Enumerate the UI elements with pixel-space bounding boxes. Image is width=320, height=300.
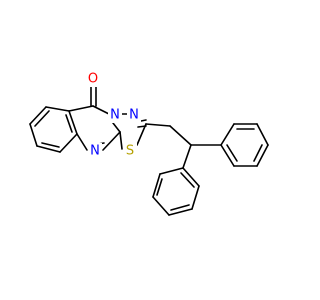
bond <box>168 208 193 216</box>
bond <box>182 167 200 187</box>
bond-double <box>253 144 263 162</box>
bond-double <box>156 178 163 196</box>
bond <box>36 145 61 153</box>
bond <box>29 123 38 147</box>
bond <box>256 123 269 146</box>
bond <box>59 133 78 153</box>
bond <box>45 106 70 112</box>
bond-double <box>34 110 50 127</box>
oxygen-label: O <box>88 72 98 87</box>
sulfur-label: S <box>126 144 134 159</box>
nitrogen-label: N <box>129 108 139 123</box>
bond <box>145 123 171 127</box>
bond-double <box>41 142 60 148</box>
bond <box>119 131 123 150</box>
bond <box>256 144 269 167</box>
bond-double <box>180 172 195 188</box>
bond <box>159 167 184 175</box>
atom-label-ring-nitrogen-pyrimidine: N <box>88 143 102 159</box>
bond <box>92 105 110 115</box>
nitrogen-label: N <box>90 144 100 159</box>
atom-label-carbonyl-oxygen: O <box>86 71 100 87</box>
bond-double <box>226 144 238 162</box>
bond-double <box>170 204 190 211</box>
bond <box>29 106 47 125</box>
bond <box>102 131 121 151</box>
bond <box>169 125 192 146</box>
bond <box>152 173 161 198</box>
bond-lines <box>29 85 269 216</box>
bond <box>220 123 235 146</box>
bond <box>76 133 88 151</box>
bond <box>112 122 121 133</box>
bond <box>191 185 200 210</box>
bond <box>220 144 235 167</box>
bond <box>68 110 78 135</box>
bond <box>136 123 147 146</box>
atom-label-ring-sulfur: S <box>123 143 137 159</box>
bond <box>152 196 170 216</box>
nitrogen-label: N <box>110 108 120 123</box>
bond <box>68 105 94 112</box>
bond <box>182 144 192 169</box>
atom-label-ring-nitrogen-thiadiazole: N <box>127 107 141 123</box>
atom-label-ring-nitrogen-fused: N <box>108 107 122 123</box>
molecule-structure: O N N N S <box>29 71 269 216</box>
bond-double <box>65 114 73 133</box>
